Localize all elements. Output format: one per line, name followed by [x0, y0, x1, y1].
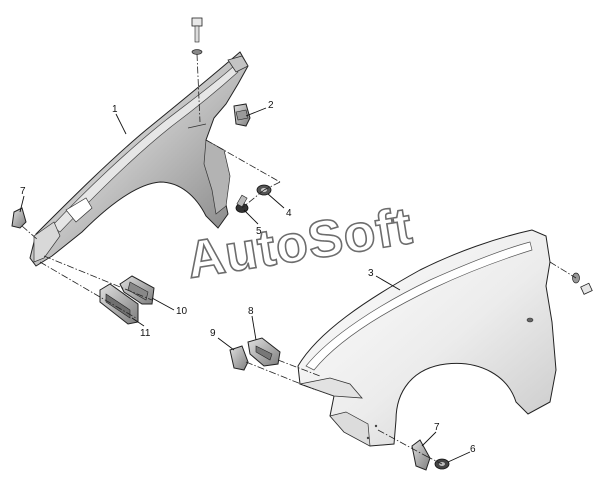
callout-11: 11	[140, 328, 151, 339]
callout-labels: 1 2 3 4 5 6 7 7 8 9 10 11	[20, 100, 476, 455]
callout-1: 1	[112, 104, 118, 115]
bracket-8	[247, 337, 281, 367]
bolt-right	[572, 272, 593, 295]
callout-10: 10	[176, 306, 188, 317]
callout-8: 8	[248, 306, 254, 317]
bolt-5	[235, 194, 249, 213]
bracket-7-left	[11, 207, 27, 229]
fender-left-inner	[29, 51, 249, 267]
callout-7-right: 7	[434, 422, 440, 433]
callout-4: 4	[286, 208, 292, 219]
fender-right-outer	[297, 229, 557, 447]
callout-2: 2	[268, 100, 274, 111]
callout-7-left: 7	[20, 186, 26, 197]
callout-9: 9	[210, 328, 216, 339]
callout-5: 5	[256, 226, 262, 237]
bracket-9	[229, 345, 249, 371]
callout-3: 3	[368, 268, 374, 279]
assembly-lines	[21, 53, 577, 465]
clip-upper-bracket	[233, 103, 251, 127]
bracket-10	[119, 275, 155, 305]
bracket-7-right	[411, 439, 431, 471]
bolt-top	[191, 17, 203, 55]
callout-leaders	[19, 107, 471, 463]
callout-6: 6	[470, 444, 476, 455]
